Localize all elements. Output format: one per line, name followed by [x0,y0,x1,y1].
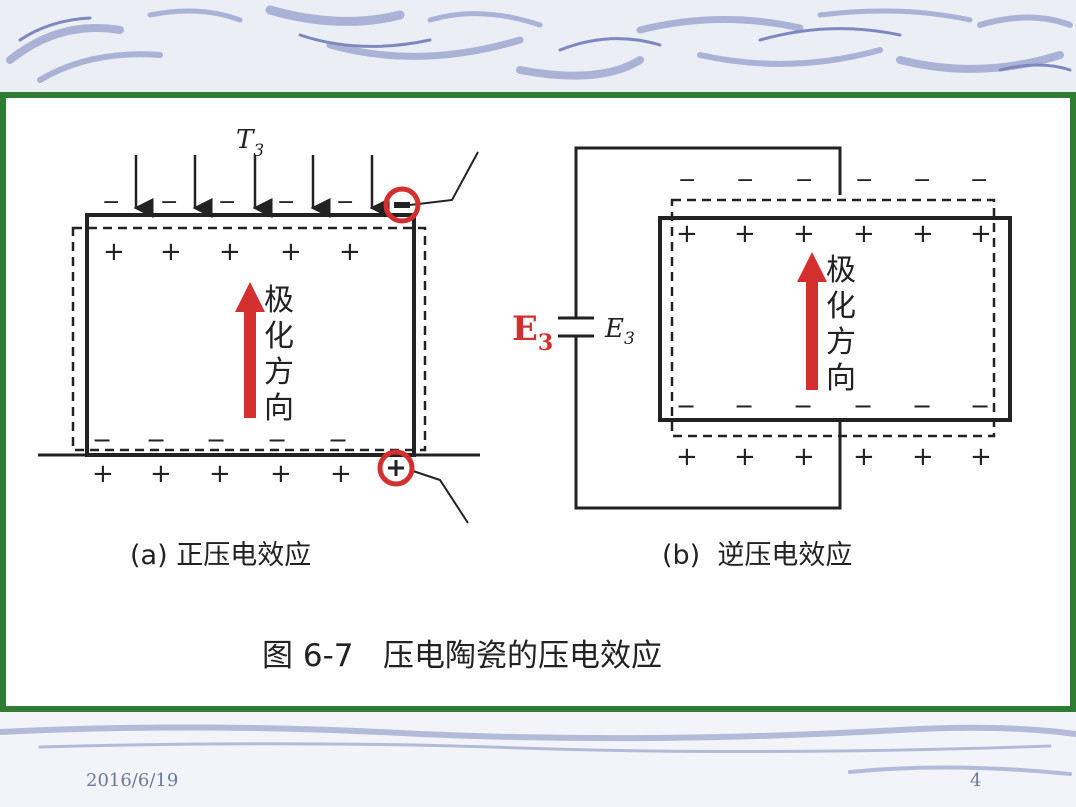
svg-text:+: + [793,442,815,472]
circuit-wire-bottom [574,336,842,510]
svg-text:−: − [160,190,178,215]
svg-text:+: + [219,237,241,267]
panel-a: T3 − − − − − + + + + + − − − − [38,125,480,571]
polarization-char: 向 [826,361,856,396]
polarization-arrow-b [797,252,827,390]
source-label-highlight: E3 [512,309,553,356]
svg-text:−: − [676,392,696,420]
polarization-label-a: 极 化 方 向 [264,283,294,426]
svg-text:−: − [734,392,754,420]
svg-text:+: + [853,219,875,249]
svg-text:+: + [339,237,361,267]
polarization-char: 向 [264,391,294,426]
svg-text:+: + [734,219,756,249]
force-arrows [133,155,390,218]
inner-negative-charges: − − − − − [92,426,348,454]
svg-text:+: + [150,459,172,489]
svg-text:+: + [676,442,698,472]
svg-text:+: + [912,219,934,249]
svg-text:+: + [853,442,875,472]
inner-positive-charges-b: + + + + + + [676,219,992,249]
svg-text:+: + [793,219,815,249]
inner-positive-charges: + + + + + [103,237,361,267]
figure-caption: 图 6-7 压电陶瓷的压电效应 [262,638,662,674]
footer-date: 2016/6/19 [86,770,179,791]
bottom-outer-positive-charges: + + + + + + [676,442,992,472]
svg-text:−: − [328,426,348,454]
svg-text:−: − [793,392,813,420]
svg-text:−: − [336,190,354,215]
polarization-char: 化 [264,319,294,354]
bottom-positive-charges: + + + + + [92,459,352,489]
panel-b: E3 E3 − − − − − − + + + + + + − − − − [512,146,1012,571]
svg-text:+: + [970,219,992,249]
positive-terminal-marker [377,449,415,487]
svg-text:+: + [330,459,352,489]
svg-text:−: − [855,168,873,193]
polarization-char: 极 [826,253,856,288]
top-decorative-band [0,0,1076,92]
svg-text:−: − [736,168,754,193]
svg-text:+: + [734,442,756,472]
panel-a-label: (a) 正压电效应 [130,540,311,571]
polarization-arrow-a [235,282,265,418]
svg-text:−: − [912,392,932,420]
deformed-outline [71,226,427,452]
source-label: E3 [604,314,635,349]
svg-text:−: − [146,426,166,454]
svg-text:+: + [280,237,302,267]
svg-text:+: + [209,459,231,489]
polarization-label-b: 极 化 方 向 [826,253,856,396]
svg-text:−: − [913,168,931,193]
svg-text:−: − [102,190,120,215]
svg-text:+: + [160,237,182,267]
svg-text:−: − [970,168,988,193]
polarization-char: 极 [264,283,294,318]
svg-text:−: − [795,168,813,193]
force-label: T3 [236,125,264,161]
circuit-wire-top [574,146,842,318]
top-negative-charges: − − − − − [102,190,354,215]
bottom-lead-wire [409,469,469,524]
figure-frame [0,92,1076,712]
svg-text:−: − [970,392,990,420]
inner-negative-charges-b: − − − − − − [676,392,990,420]
svg-text:+: + [270,459,292,489]
panel-b-label: (b) 逆压电效应 [662,540,852,571]
negative-terminal-marker [383,186,421,224]
svg-text:+: + [676,219,698,249]
footer-page-number: 4 [970,770,982,791]
svg-text:+: + [103,237,125,267]
deformed-outline-b [670,198,996,438]
top-lead-wire [409,151,479,206]
svg-text:−: − [206,426,226,454]
svg-text:−: − [277,190,295,215]
svg-text:−: − [218,190,236,215]
top-outer-negative-charges: − − − − − − [678,168,988,193]
svg-text:−: − [678,168,696,193]
polarization-char: 方 [264,355,294,390]
svg-text:−: − [92,426,112,454]
polarization-char: 化 [826,289,856,324]
svg-text:−: − [853,392,873,420]
svg-text:+: + [912,442,934,472]
bottom-decorative-band [0,712,1076,807]
polarization-char: 方 [826,325,856,360]
svg-text:+: + [970,442,992,472]
crystal-block-b [658,216,1012,422]
svg-text:+: + [92,459,114,489]
svg-text:−: − [267,426,287,454]
